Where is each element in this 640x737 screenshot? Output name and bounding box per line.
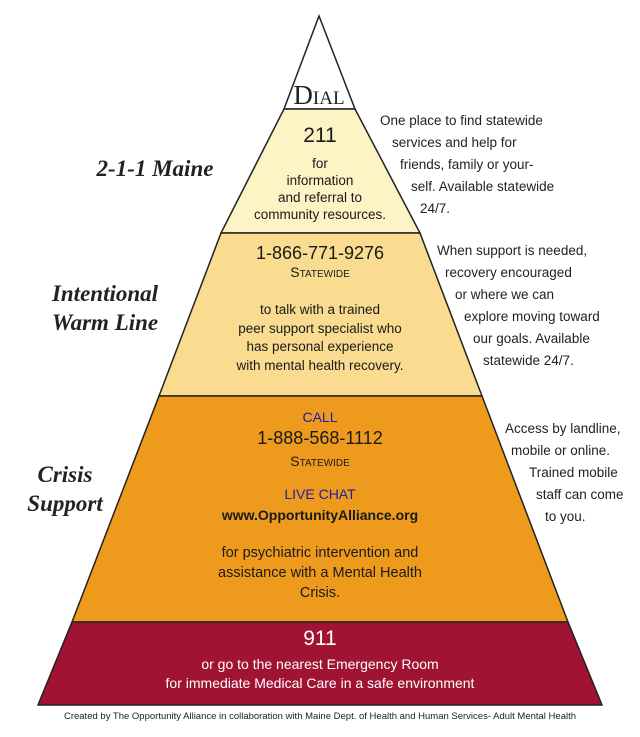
warm-line-phone: 1-866-771-9276 [255, 243, 385, 263]
tier-211-number: 211 [303, 124, 337, 147]
crisis-call-label: CALL [302, 409, 338, 425]
crisis-statewide: Statewide [290, 453, 350, 469]
crisis-phone: 1-888-568-1112 [257, 428, 383, 448]
tier-911 [36, 621, 604, 706]
warm-line-desc: to talk with a trained peer support spec… [236, 302, 404, 373]
footer-credit: Created by The Opportunity Alliance in c… [63, 711, 577, 722]
label-warm-line: Intentional Warm Line [51, 281, 159, 335]
emergency-desc: or go to the nearest Emergency Room for … [165, 656, 475, 691]
dial-label: Dial [293, 80, 345, 110]
crisis-desc: for psychiatric intervention and assista… [218, 545, 422, 601]
label-crisis-support: Crisis Support [27, 462, 103, 516]
side-note-warm-line: When support is needed, recovery encoura… [437, 243, 600, 368]
crisis-live-chat: LIVE CHAT [284, 486, 356, 502]
crisis-website-link[interactable]: www.OpportunityAlliance.org [221, 507, 419, 523]
side-note-crisis: Access by landline, mobile or online. Tr… [505, 421, 624, 524]
label-211-maine: 2-1-1 Maine [96, 156, 214, 181]
warm-line-statewide: Statewide [290, 264, 350, 280]
side-note-211: One place to find statewide services and… [380, 113, 555, 216]
tier-211-desc: for information and referral to communit… [253, 156, 387, 222]
emergency-number: 911 [303, 627, 337, 650]
